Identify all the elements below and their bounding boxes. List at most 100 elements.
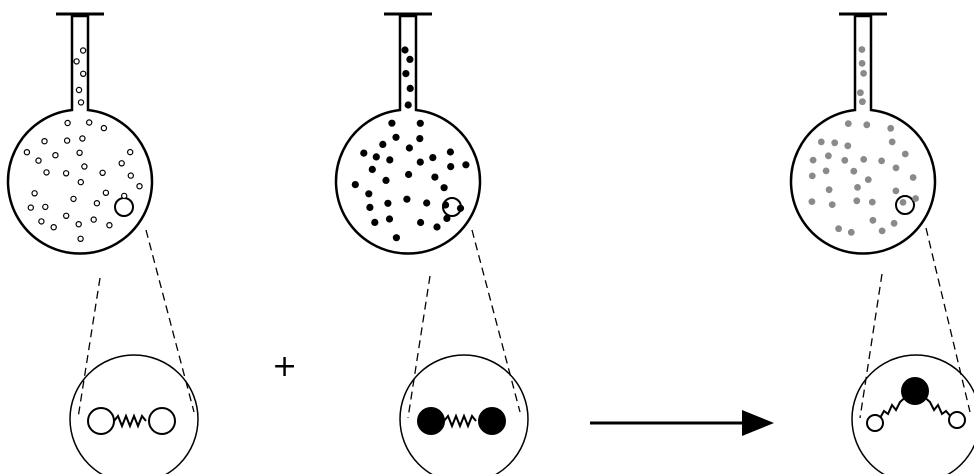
dark-particle [386, 156, 393, 163]
hollow-atom [867, 415, 883, 431]
gray-particle [809, 173, 816, 180]
gray-particle [859, 98, 866, 105]
gray-particle [831, 139, 838, 146]
hollow-particle [91, 217, 96, 222]
dark-particle [360, 150, 367, 157]
gray-particle [809, 198, 816, 205]
hollow-particle [76, 87, 81, 92]
dark-particle [371, 219, 378, 226]
dark-particle [373, 153, 380, 160]
hollow-particle [32, 191, 37, 196]
zoom-line-right [472, 230, 520, 412]
hollow-particle [119, 161, 124, 166]
hollow-particle [65, 120, 70, 125]
hollow-particle [82, 164, 87, 169]
gray-particle [859, 60, 866, 67]
gray-particle [853, 197, 860, 204]
flask-product [791, 14, 974, 474]
hollow-atom [949, 412, 965, 428]
bent-triatomic-molecule [867, 378, 965, 431]
dark-atom [902, 378, 928, 404]
bond-spring [444, 416, 476, 426]
dark-particle [352, 181, 359, 188]
hollow-particle [76, 222, 81, 227]
gray-particle [859, 46, 866, 53]
gray-particle [902, 151, 909, 158]
particles-reactant-b [352, 46, 470, 241]
dark-particle [447, 148, 454, 155]
dark-particle [429, 154, 436, 161]
gray-particle [860, 70, 867, 77]
dark-particle [406, 56, 413, 63]
hollow-particle [28, 205, 33, 210]
gray-particle [865, 176, 872, 183]
gray-particle [891, 220, 898, 227]
hollow-particle [137, 184, 142, 189]
hollow-particle [94, 201, 99, 206]
gray-particle [850, 168, 857, 175]
dark-particle [405, 171, 412, 178]
gray-particle [823, 168, 830, 175]
hollow-atom [88, 408, 114, 434]
gray-particle [845, 120, 852, 127]
dark-particle [431, 174, 438, 181]
dark-particle [393, 234, 400, 241]
dark-particle [443, 215, 450, 222]
hollow-particle [100, 170, 105, 175]
dark-particle [379, 141, 386, 148]
gray-particle [900, 199, 907, 206]
gray-particle [835, 225, 842, 232]
gray-particle [893, 165, 900, 172]
flask-reactant-b [336, 14, 528, 474]
hollow-particle [64, 171, 69, 176]
dark-particle [423, 199, 430, 206]
gray-particle [912, 195, 919, 202]
hollow-particle [128, 150, 133, 155]
hollow-particle [122, 193, 127, 198]
magnified-spot [115, 198, 133, 216]
hollow-particle [128, 173, 133, 178]
dark-particle [457, 205, 464, 212]
dark-particle [417, 159, 424, 166]
hollow-particle [44, 170, 49, 175]
dark-particle [417, 120, 424, 127]
hollow-particle [39, 219, 44, 224]
dark-particle [402, 70, 409, 77]
hollow-particle [64, 213, 69, 218]
hollow-particle [80, 136, 85, 141]
gray-particle [887, 125, 894, 132]
dark-particle [447, 163, 454, 170]
reaction-arrow [590, 410, 774, 436]
hollow-particle [42, 139, 47, 144]
gray-particle [910, 174, 917, 181]
hollow-particle [101, 126, 106, 131]
hollow-particle [78, 236, 83, 241]
zoom-line-left [860, 274, 882, 418]
particles-product [809, 46, 919, 236]
hollow-particle [36, 158, 41, 163]
bond-spring [114, 416, 146, 426]
dark-particle [406, 144, 413, 151]
hollow-particle [78, 180, 83, 185]
gray-particle [857, 89, 864, 96]
dark-particle [384, 200, 391, 207]
zoom-line-left [408, 276, 430, 418]
hollow-particle [65, 138, 70, 143]
gray-particle [854, 184, 861, 191]
dark-particle [366, 204, 373, 211]
particles-reactant-a [24, 48, 142, 242]
hollow-particle [81, 71, 86, 76]
gray-particle [844, 142, 851, 149]
flask-outline [8, 16, 152, 254]
zoom-line-right [926, 228, 970, 412]
gray-particle [841, 157, 848, 164]
dark-particle [462, 161, 469, 168]
dark-atom [479, 408, 505, 434]
dark-particle [407, 85, 414, 92]
dark-particle [382, 177, 389, 184]
flask-reactant-a [8, 14, 198, 474]
gray-particle [870, 217, 877, 224]
dark-atom [418, 408, 444, 434]
dark-particle [401, 46, 408, 53]
